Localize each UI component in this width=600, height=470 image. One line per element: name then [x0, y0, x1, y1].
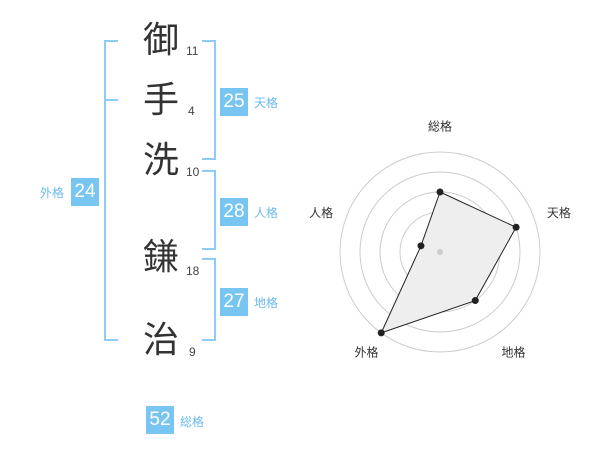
- chikaku-badge: 27: [220, 288, 248, 316]
- radar-center-dot: [437, 249, 443, 255]
- tenkaku-bracket: [202, 40, 216, 160]
- name-char-5: 治: [142, 320, 179, 361]
- chikaku-bracket: [202, 258, 216, 341]
- jinkaku-bracket: [202, 170, 216, 250]
- radar-point-1: [436, 188, 444, 196]
- radar-axis-label-5: 人格: [309, 205, 333, 220]
- radar-point-2: [512, 223, 520, 231]
- radar-axis-label-1: 総格: [428, 119, 452, 134]
- name-char-1: 御: [142, 20, 179, 61]
- radar-data-area: [380, 191, 517, 334]
- tenkaku-label: 天格: [254, 96, 279, 110]
- stroke-count-1: 11: [186, 44, 199, 58]
- tenkaku-badge: 25: [220, 88, 248, 116]
- name-char-4: 鎌: [142, 237, 179, 278]
- radar-point-5: [417, 242, 425, 250]
- name-char-3: 洗: [142, 140, 179, 181]
- radar-axis-label-2: 天格: [547, 205, 571, 220]
- gaikaku-bracket-mid-tick: [104, 99, 118, 101]
- soukaku-label: 総格: [180, 415, 205, 429]
- jinkaku-badge: 28: [220, 198, 248, 226]
- radar-ring-5: [339, 151, 541, 353]
- gaikaku-label: 外格: [40, 186, 65, 200]
- radar-point-4: [377, 329, 385, 337]
- jinkaku-label: 人格: [254, 206, 279, 220]
- stroke-count-5: 9: [189, 345, 196, 359]
- radar-axis-label-4: 外格: [355, 345, 379, 360]
- stroke-count-3: 10: [186, 165, 200, 179]
- stroke-count-2: 4: [188, 104, 195, 118]
- radar-ring-4: [359, 171, 521, 333]
- gaikaku-bracket: [104, 40, 118, 341]
- gaikaku-badge: 24: [71, 178, 99, 206]
- stroke-count-4: 18: [186, 264, 200, 278]
- radar-point-3: [471, 297, 479, 305]
- name-char-2: 手: [142, 80, 179, 121]
- soukaku-badge: 52: [146, 406, 174, 434]
- radar-axis-label-3: 地格: [501, 345, 525, 360]
- chikaku-label: 地格: [254, 296, 279, 310]
